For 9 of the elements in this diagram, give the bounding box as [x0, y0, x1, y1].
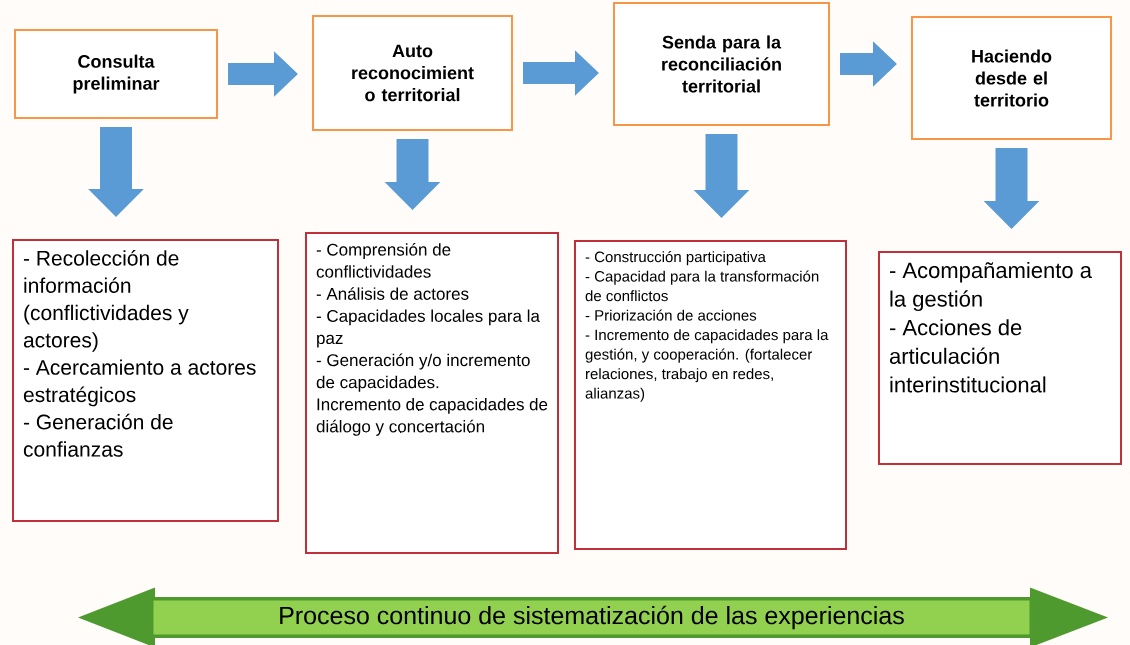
list-box: - Construcción participativa - Capacidad para la transformación de conflictos - Priorización de acciones - Incremento de capacidades para la gestión, y cooperación. (fortalecer relaciones, trabajo en redes, alianzas): [574, 240, 847, 550]
list-box: - Recolección de información (conflictividades y actores) - Acercamiento a actores estratégicos - Generación de confianzas: [12, 239, 279, 522]
list-box: - Acompañamiento a la gestión - Acciones de articulación interinstitucional: [878, 251, 1122, 465]
step-box: Haciendo desde el territorio: [911, 16, 1112, 140]
step-box: Auto reconocimient o territorial: [312, 15, 513, 131]
list-box: - Comprensión de conflictividades - Análisis de actores - Capacidades locales para la paz - Generación y/o incremento de capacidades. Incremento de capacidades de diálogo y concertación: [305, 232, 559, 554]
step-box: Senda para la reconciliación territorial: [613, 2, 830, 126]
process-band: Proceso continuo de sistematización de las experiencias: [152, 599, 1031, 636]
step-box: Consulta preliminar: [14, 29, 218, 119]
